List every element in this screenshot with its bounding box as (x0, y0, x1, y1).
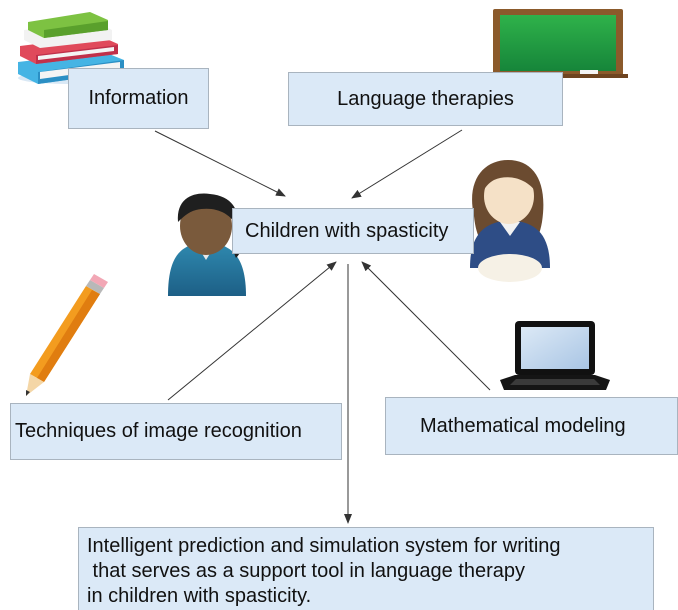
node-math-label: Mathematical modeling (420, 414, 626, 437)
arrow-information-to-children (154, 130, 286, 197)
node-techniques-image-recognition: Techniques of image recognition (10, 403, 342, 460)
laptop-icon (500, 321, 610, 390)
node-children-label: Children with spasticity (245, 219, 449, 242)
arrow-math-to-children (361, 261, 491, 391)
output-line-3: in children with spasticity. (87, 585, 312, 607)
node-information-label: Information (88, 87, 189, 109)
node-output-system: Intelligent prediction and simulation sy… (78, 527, 654, 610)
node-language-therapies: Language therapies (288, 72, 563, 126)
node-mathematical-modeling: Mathematical modeling (385, 397, 678, 455)
output-line-2: that serves as a support tool in languag… (87, 560, 526, 582)
output-line-1: Intelligent prediction and simulation sy… (87, 535, 561, 557)
pencil-icon (26, 274, 108, 396)
node-language-therapies-label: Language therapies (337, 87, 514, 110)
arrow-language-to-children (351, 129, 463, 199)
chalkboard-icon (486, 9, 628, 78)
arrow-techniques-to-children (167, 261, 337, 401)
node-children-with-spasticity: Children with spasticity (232, 208, 474, 254)
girl-avatar-icon (470, 160, 550, 282)
arrows (154, 129, 491, 524)
node-information: Information (68, 68, 209, 129)
node-techniques-label: Techniques of image recognition (15, 420, 302, 442)
